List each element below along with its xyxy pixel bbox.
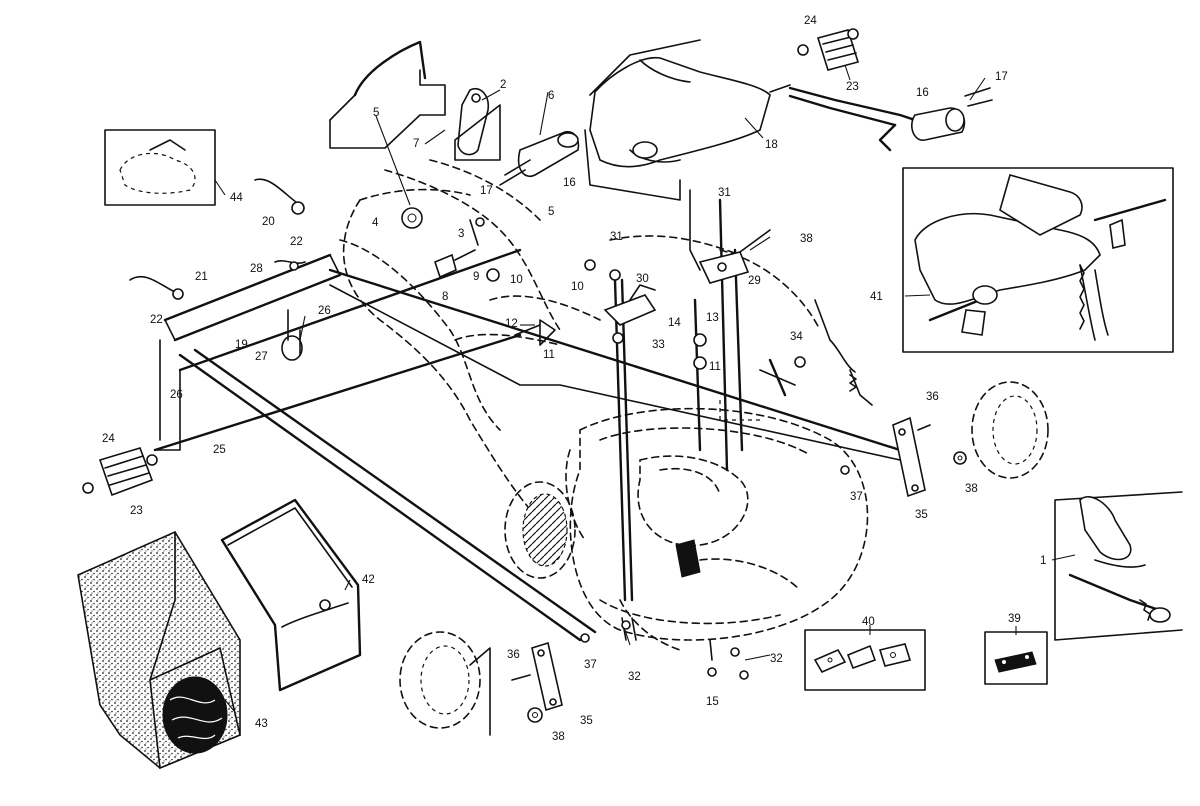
callout-31: 31 — [610, 231, 623, 243]
callout-8: 8 — [442, 291, 448, 303]
callout-5: 5 — [373, 107, 379, 119]
inset-39 — [984, 631, 1048, 685]
callout-1: 1 — [1040, 555, 1046, 567]
callout-32: 32 — [628, 671, 641, 683]
grass-bag — [77, 530, 241, 770]
rear-axle-frame — [153, 248, 522, 452]
callout-30: 30 — [636, 273, 649, 285]
callout-22: 22 — [290, 236, 303, 248]
handle-grip — [499, 130, 580, 186]
callout-38: 38 — [800, 233, 813, 245]
callout-29: 29 — [748, 275, 761, 287]
callout-41: 41 — [870, 291, 883, 303]
leader-lines — [214, 64, 1076, 713]
zone-lever — [454, 88, 501, 161]
callout-24: 24 — [804, 15, 817, 27]
callout-35: 35 — [580, 715, 593, 727]
callout-25: 25 — [213, 444, 226, 456]
callout-4: 4 — [372, 217, 379, 229]
callout-34: 34 — [790, 331, 803, 343]
callout-37: 37 — [850, 491, 863, 503]
bolts — [580, 617, 749, 680]
inset-44 — [104, 129, 216, 206]
callout-37: 37 — [584, 659, 597, 671]
callout-3: 3 — [458, 228, 464, 240]
callout-22: 22 — [150, 314, 163, 326]
callout-2: 2 — [500, 79, 506, 91]
callout-11: 11 — [543, 349, 555, 361]
callout-26: 26 — [318, 305, 331, 317]
inset-40 — [804, 629, 926, 691]
callout-20: 20 — [262, 216, 275, 228]
callout-26: 26 — [170, 389, 183, 401]
callout-21: 21 — [195, 271, 208, 283]
callout-35: 35 — [915, 509, 928, 521]
callout-42: 42 — [362, 574, 375, 586]
height-adjust-rod — [328, 268, 902, 461]
callout-43: 43 — [255, 718, 268, 730]
rear-wheel-right — [971, 381, 1049, 479]
callout-15: 15 — [706, 696, 719, 708]
callout-16: 16 — [563, 177, 576, 189]
callout-labels: 2 5 6 7 16 17 5 18 24 23 16 17 44 20 4 3… — [102, 15, 1046, 743]
bracket-29 — [689, 189, 771, 284]
bracket-27 — [281, 309, 303, 361]
callout-17: 17 — [995, 71, 1008, 83]
callout-18: 18 — [765, 139, 778, 151]
front-wheel — [399, 631, 491, 736]
callout-7: 7 — [413, 138, 419, 150]
bag-frame — [220, 498, 362, 692]
callout-38: 38 — [552, 731, 565, 743]
side-bracket-right — [840, 416, 967, 498]
axle-rod — [178, 348, 597, 642]
callout-9: 9 — [473, 271, 479, 283]
callout-40: 40 — [862, 616, 875, 628]
callout-13: 13 — [706, 312, 719, 324]
callout-44: 44 — [230, 192, 243, 204]
handle-extension — [788, 86, 993, 152]
springs — [129, 178, 306, 300]
lever-plate-30 — [514, 259, 657, 346]
upper-handle-bar — [584, 39, 791, 201]
spring-assembly-34 — [759, 299, 873, 406]
callout-12: 12 — [505, 318, 518, 330]
callout-23: 23 — [130, 505, 143, 517]
callout-38: 38 — [965, 483, 978, 495]
callout-14: 14 — [668, 317, 681, 329]
callout-23: 23 — [846, 81, 859, 93]
callout-16: 16 — [916, 87, 929, 99]
callout-39: 39 — [1008, 613, 1021, 625]
knob-top — [797, 28, 860, 71]
inset-41 — [902, 167, 1174, 353]
callout-24: 24 — [102, 433, 115, 445]
inset-1 — [1054, 491, 1183, 641]
callout-10: 10 — [510, 274, 523, 286]
handle-frame — [339, 159, 821, 521]
rear-wheel-left — [504, 481, 576, 579]
callout-36: 36 — [926, 391, 939, 403]
callout-11: 11 — [709, 361, 721, 373]
spring-clip-33 — [612, 332, 707, 370]
callout-32: 32 — [770, 653, 783, 665]
clip-parts — [401, 207, 500, 282]
callout-27: 27 — [255, 351, 268, 363]
callout-31: 31 — [718, 187, 731, 199]
callout-19: 19 — [235, 339, 248, 351]
callout-10: 10 — [571, 281, 584, 293]
callout-6: 6 — [548, 90, 554, 102]
mower-deck — [565, 400, 869, 651]
side-bracket-left — [511, 641, 563, 723]
callout-33: 33 — [652, 339, 665, 351]
callout-28: 28 — [250, 263, 263, 275]
control-cable — [329, 40, 446, 149]
callout-5: 5 — [548, 206, 554, 218]
callout-17: 17 — [480, 185, 493, 197]
rear-left-wheel-knob — [82, 447, 158, 497]
callout-36: 36 — [507, 649, 520, 661]
